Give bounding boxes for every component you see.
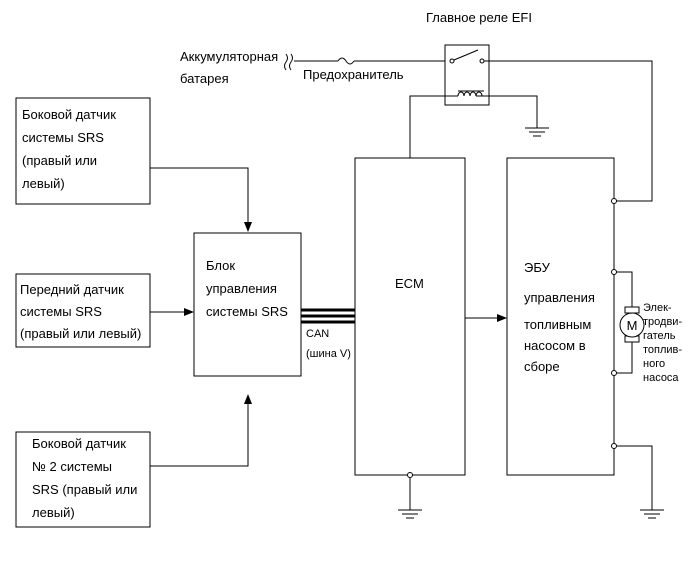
fuel-ecu-terminal-power <box>611 198 617 204</box>
srs-unit-line2: управления <box>206 281 277 296</box>
relay-switch-icon <box>453 49 479 61</box>
coil-to-ecm-wire <box>409 95 449 158</box>
motor-symbol: M <box>627 318 638 333</box>
side-sensor-1-line2: системы SRS <box>22 130 104 145</box>
side-sensor-2-line4: левый) <box>32 505 75 520</box>
motor-minus-wire <box>617 338 633 374</box>
ecm-ground-terminal <box>407 472 413 478</box>
srs-unit-box <box>193 232 302 377</box>
srs-unit-line1: Блок <box>206 258 235 273</box>
arrow-side-sensor-1 <box>244 222 252 232</box>
relay-label: Главное реле EFI <box>426 10 532 25</box>
front-sensor-line2: системы SRS <box>20 304 102 319</box>
motor-label-line4: топлив- <box>643 344 682 356</box>
relay-coil-icon <box>449 90 486 97</box>
side-sensor-1-line1: Боковой датчик <box>22 107 116 122</box>
srs-unit-line3: системы SRS <box>206 304 288 319</box>
fuel-ecu-terminal-ground <box>611 443 617 449</box>
ecm-box <box>354 157 466 476</box>
relay-contact-left <box>449 58 455 64</box>
battery-break-icon <box>284 53 293 71</box>
battery-label-line2: батарея <box>180 71 229 86</box>
motor-label-line1: Элек- <box>643 302 672 314</box>
ground-icon-fuel-ecu <box>640 509 664 519</box>
ground-icon-relay <box>525 127 549 137</box>
arrow-side-sensor-2 <box>244 394 252 404</box>
fuel-ecu-terminal-motor-minus <box>611 370 617 376</box>
fuel-ecu-line3: топливным <box>524 317 591 332</box>
side-sensor-2-line2: № 2 системы <box>32 459 112 474</box>
can-bus-name: (шина V) <box>306 348 351 360</box>
motor-label-line6: насоса <box>643 372 679 384</box>
relay-output-wire <box>484 60 653 202</box>
side-sensor-2-line1: Боковой датчик <box>32 436 126 451</box>
fuse-icon <box>337 57 355 65</box>
fuel-ecu-line2: управления <box>524 290 595 305</box>
fuel-ecu-ground-wire <box>617 445 653 510</box>
front-sensor-line3: (правый или левый) <box>20 326 141 341</box>
relay-contact-right <box>479 58 485 64</box>
side-sensor-2-box <box>15 431 151 528</box>
can-bus <box>301 308 355 324</box>
side-sensor-2-wire <box>150 396 249 467</box>
motor-label-line3: гатель <box>643 330 676 342</box>
fuel-ecu-line5: сборе <box>524 359 560 374</box>
front-sensor-box <box>15 273 151 348</box>
can-label: CAN <box>306 328 329 340</box>
motor-label-line5: ного <box>643 358 665 370</box>
ground-icon-ecm <box>398 509 422 519</box>
front-sensor-line1: Передний датчик <box>20 282 124 297</box>
side-sensor-2-line3: SRS (правый или <box>32 482 137 497</box>
arrow-front-sensor <box>184 308 194 316</box>
ecm-label: ECM <box>395 276 424 291</box>
side-sensor-1-line4: левый) <box>22 176 65 191</box>
fuel-pump-motor-icon: M <box>619 306 645 343</box>
fuel-ecu-line4: насосом в <box>524 338 586 353</box>
fuel-ecu-terminal-motor-plus <box>611 269 617 275</box>
fuel-ecu-line1: ЭБУ <box>524 260 551 275</box>
coil-ground-wire <box>486 95 538 128</box>
side-sensor-1-wire <box>150 167 249 230</box>
battery-label-line1: Аккумуляторная <box>180 49 278 64</box>
motor-plus-wire <box>617 271 633 312</box>
side-sensor-1-box <box>15 97 151 205</box>
arrow-ecm-to-fuel-ecu <box>497 314 507 322</box>
fuel-ecu-box <box>506 157 615 476</box>
fuse-label: Предохранитель <box>303 67 404 82</box>
motor-label-line2: тродви- <box>643 316 682 328</box>
side-sensor-1-line3: (правый или <box>22 153 97 168</box>
